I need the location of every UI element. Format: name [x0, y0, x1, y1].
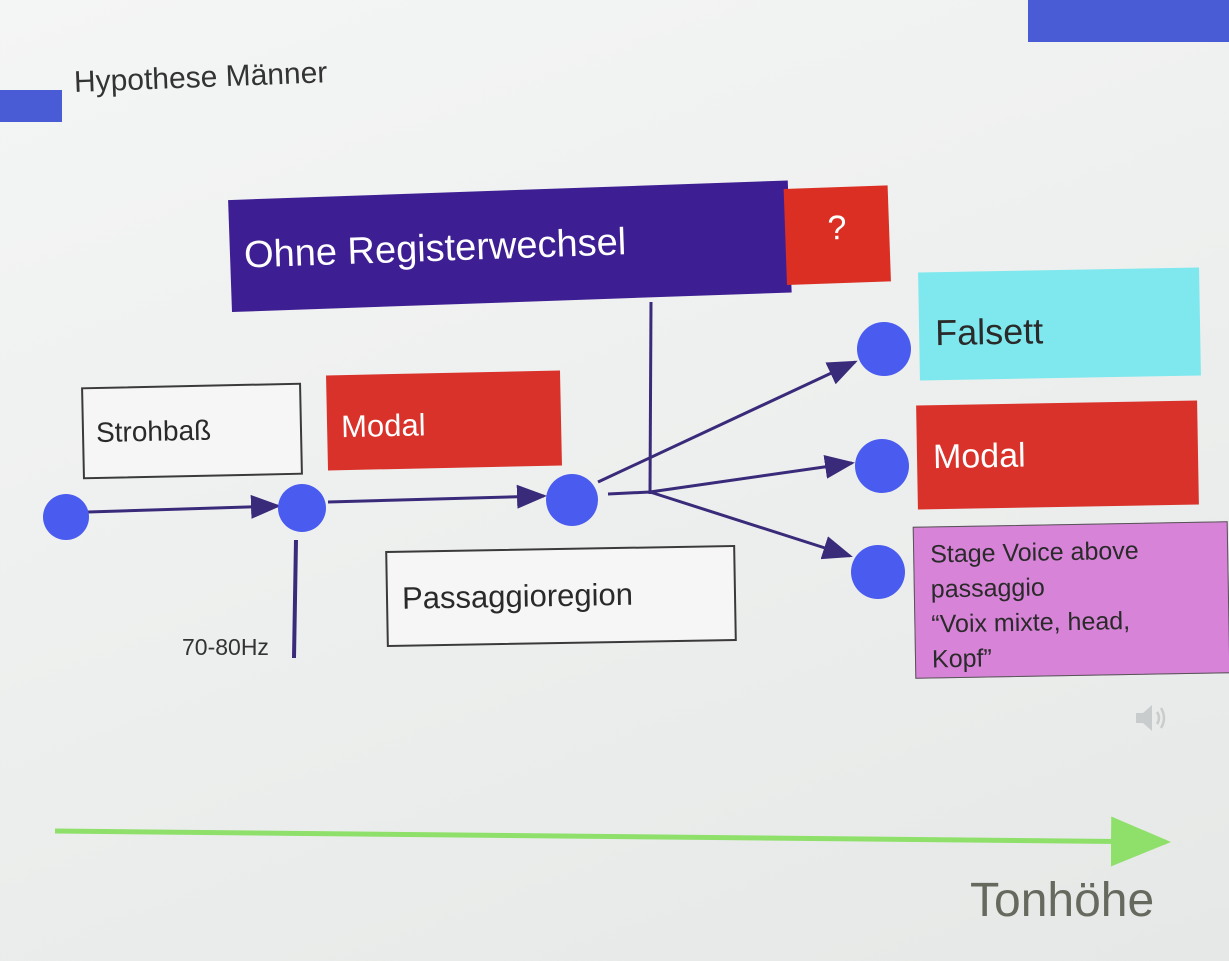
pitch-axis-label: Tonhöhe [970, 874, 1155, 927]
modal-end-label: Modal [932, 436, 1026, 476]
arrow-node1-to-node2 [87, 494, 281, 519]
falsett-label: Falsett [934, 310, 1044, 354]
strohbass-box: Strohbaß [81, 382, 303, 480]
ohne-vertical-line [648, 301, 653, 495]
corner-accent-bar [1028, 0, 1229, 42]
modal-start-box: Modal [326, 370, 562, 471]
passaggioregion-box: Passaggioregion [385, 544, 737, 648]
question-mark-label: ? [826, 208, 848, 248]
falsett-box: Falsett [918, 267, 1201, 381]
arrow-to-falsett-node [597, 360, 858, 484]
node-strohbass-end [278, 484, 326, 532]
node-stage-voice [851, 545, 905, 599]
title-accent-bar [0, 90, 62, 122]
arrow-to-stage-node [649, 490, 853, 560]
node-start [43, 494, 89, 540]
frequency-label: 70-80Hz [182, 634, 269, 660]
stage-voice-line: Stage Voice above [929, 536, 1139, 569]
passaggioregion-label: Passaggioregion [401, 576, 634, 616]
modal-start-label: Modal [340, 407, 426, 445]
speaker-icon[interactable] [1132, 698, 1172, 738]
node-falsett [857, 322, 911, 376]
pitch-axis-arrow [54, 816, 1171, 867]
ohne-registerwechsel-box: Ohne Registerwechsel [228, 180, 792, 312]
arrow-node2-to-node3 [327, 484, 547, 509]
ohne-registerwechsel-label: Ohne Registerwechsel [243, 220, 627, 277]
stage-voice-line: “Voix mixte, head, [931, 606, 1131, 639]
node-passaggio [546, 474, 598, 526]
question-box: ? [783, 185, 891, 285]
junction-stub [607, 490, 651, 496]
arrow-to-modal-node [649, 454, 855, 494]
stage-voice-box: Stage Voice above passaggio “Voix mixte,… [912, 521, 1229, 679]
strohbass-label: Strohbaß [95, 414, 212, 449]
node-modal [855, 439, 909, 493]
stage-voice-line: Kopf” [931, 644, 993, 674]
stage-voice-line: passaggio [930, 573, 1046, 604]
modal-end-box: Modal [916, 400, 1199, 510]
frequency-tick-line [292, 539, 298, 659]
